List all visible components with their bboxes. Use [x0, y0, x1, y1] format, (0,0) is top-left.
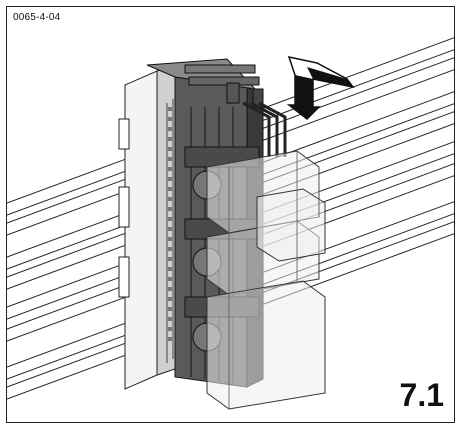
figure-code: 0065-4-04 — [13, 12, 61, 23]
transparent-connector — [206, 150, 326, 410]
arrow-down-icon — [286, 55, 355, 120]
figure-number: 7.1 — [399, 377, 444, 413]
assembly-illustration — [7, 37, 454, 410]
transparent-connector-edges — [228, 151, 320, 409]
module-housing — [118, 64, 176, 390]
figure-frame: 0065-4-04 7.1 — [6, 6, 455, 423]
